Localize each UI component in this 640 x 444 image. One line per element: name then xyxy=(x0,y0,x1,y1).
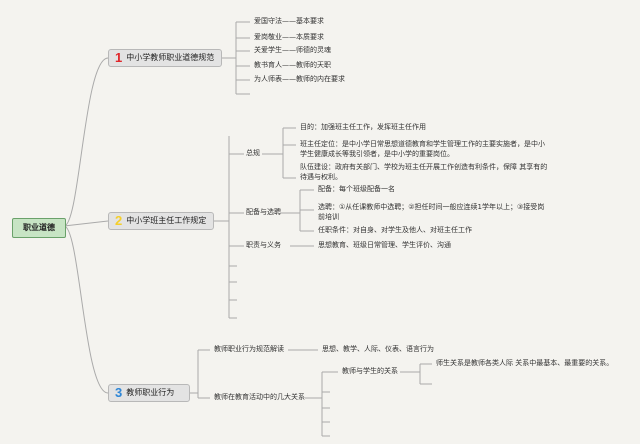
norm-item-3[interactable]: 关爱学生——师德的灵魂 xyxy=(254,46,331,54)
topic-node-2[interactable]: 2 中小学班主任工作规定 xyxy=(108,212,214,230)
conduct-norms-item[interactable]: 思想、教学、人际、仪表、语言行为 xyxy=(322,345,434,353)
general-item-positioning[interactable]: 班主任定位：是中小学日常思想道德教育和学生管理工作的主要实施者，是中小学生健康成… xyxy=(300,140,545,158)
topic-title-2: 中小学班主任工作规定 xyxy=(126,216,207,225)
norm-item-1[interactable]: 爱国守法——基本要求 xyxy=(254,17,324,25)
branch-staffing[interactable]: 配备与选聘 xyxy=(246,208,281,216)
branch-relationships[interactable]: 教师在教育活动中的几大关系 xyxy=(214,393,305,401)
norm-item-4[interactable]: 教书育人——教师的天职 xyxy=(254,61,331,69)
topic-number-2: 2 xyxy=(115,213,123,228)
norm-item-2[interactable]: 爱岗敬业——本质要求 xyxy=(254,33,324,41)
topic-number-3: 3 xyxy=(115,385,123,400)
staffing-item-conditions[interactable]: 任职条件：对自身、对学生及他人、对班主任工作 xyxy=(318,226,472,234)
relationship-teacher-student[interactable]: 教师与学生的关系 xyxy=(342,367,398,375)
branch-duties[interactable]: 职责与义务 xyxy=(246,241,281,249)
topic-number-1: 1 xyxy=(115,50,123,65)
general-item-purpose[interactable]: 目的：加强班主任工作，发挥班主任作用 xyxy=(300,123,426,131)
duties-item[interactable]: 思想教育、班级日常管理、学生评价、沟通 xyxy=(318,241,451,249)
branch-conduct-norms[interactable]: 教师职业行为规范解读 xyxy=(214,345,284,353)
topic-node-1[interactable]: 1 中小学教师职业道德规范 xyxy=(108,49,222,67)
topic-node-3[interactable]: 3 教师职业行为 xyxy=(108,384,190,402)
relationship-teacher-student-desc[interactable]: 师生关系是教师各类人际 关系中最基本、最重要的关系。 xyxy=(436,359,614,367)
topic-title-3: 教师职业行为 xyxy=(126,388,175,397)
staffing-item-allocation[interactable]: 配备：每个班级配备一名 xyxy=(318,185,395,193)
staffing-item-selection[interactable]: 选聘：①从任课教师中选聘；②担任时间一般应连续1学年以上；③接受岗前培训 xyxy=(318,203,545,221)
norm-item-5[interactable]: 为人师表——教师的内在要求 xyxy=(254,75,345,83)
root-node[interactable]: 职业道德 xyxy=(12,218,66,238)
general-item-team[interactable]: 队伍建设：政府有关部门、学校为班主任开展工作创造有利条件，保障 其享有的待遇与权… xyxy=(300,163,548,181)
topic-title-1: 中小学教师职业道德规范 xyxy=(126,53,215,62)
branch-general[interactable]: 总规 xyxy=(246,149,260,157)
